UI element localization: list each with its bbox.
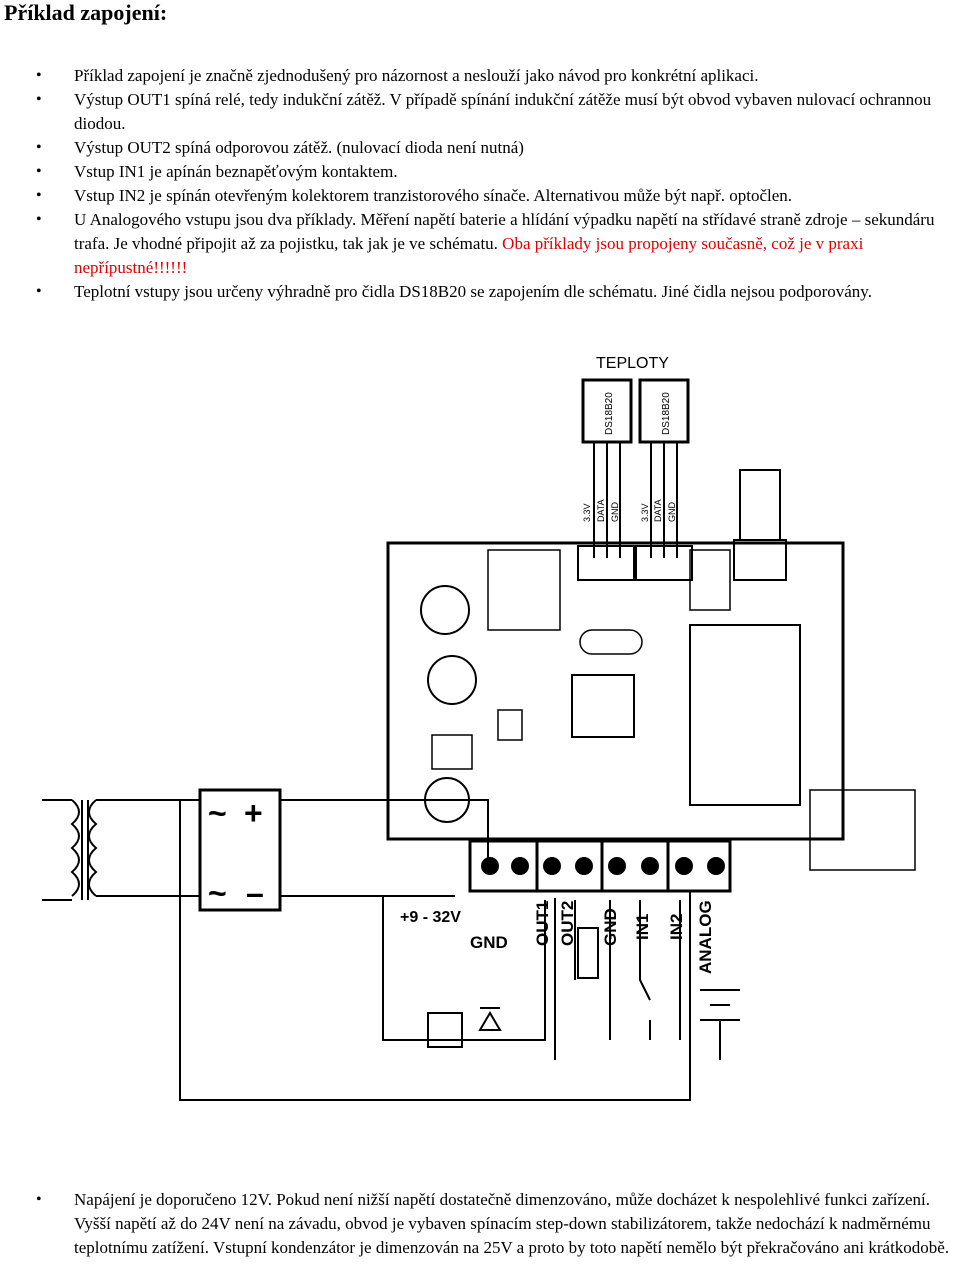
power-note-list: Napájení je doporučeno 12V. Pokud není n… bbox=[0, 1188, 956, 1260]
note-1: Příklad zapojení je značně zjednodušený … bbox=[0, 64, 956, 88]
wiring-diagram: TEPLOTY DS18B20 DS18B20 3.3V DATA GND 3.… bbox=[42, 355, 916, 1101]
terminal-analog: ANALOG bbox=[696, 900, 715, 974]
terminal-block bbox=[468, 839, 732, 893]
note-4: Vstup IN1 je apínán beznapěťovým kontakt… bbox=[0, 160, 956, 184]
note-6-text: U Analogového vstupu jsou dva příklady. … bbox=[74, 210, 935, 253]
note-5: Vstup IN2 je spínán otevřeným kolektorem… bbox=[0, 184, 956, 208]
terminal-out2: OUT2 bbox=[558, 901, 577, 946]
note-2: Výstup OUT1 spíná relé, tedy indukční zá… bbox=[0, 88, 956, 136]
rectifier-ac-top: ~ bbox=[208, 795, 227, 831]
terminal-gnd-1: GND bbox=[470, 933, 508, 952]
sensor-2-pin-3v3: 3.3V bbox=[640, 503, 650, 522]
sensor-2-label: DS18B20 bbox=[661, 392, 672, 435]
sensor-1-label: DS18B20 bbox=[604, 392, 615, 435]
pcb-board bbox=[386, 541, 845, 841]
sensor-1-pin-data: DATA bbox=[596, 499, 606, 522]
rectifier bbox=[198, 788, 282, 912]
rectifier-plus: + bbox=[244, 795, 263, 831]
sensor-2-pin-gnd: GND bbox=[667, 502, 677, 523]
note-3: Výstup OUT2 spíná odporovou zátěž. (nulo… bbox=[0, 136, 956, 160]
note-6: U Analogového vstupu jsou dva příklady. … bbox=[0, 208, 956, 280]
sensor-1-pin-gnd: GND bbox=[610, 502, 620, 523]
mcu-chip bbox=[571, 674, 635, 738]
terminal-in1: IN1 bbox=[633, 914, 652, 940]
teploty-label: TEPLOTY bbox=[596, 355, 669, 372]
terminal-in2: IN2 bbox=[667, 914, 686, 940]
rectifier-minus: – bbox=[246, 875, 264, 911]
notes-list: Příklad zapojení je značně zjednodušený … bbox=[0, 64, 956, 304]
supply-label: +9 - 32V bbox=[400, 909, 461, 926]
sensor-1-pin-3v3: 3.3V bbox=[582, 503, 592, 522]
power-note: Napájení je doporučeno 12V. Pokud není n… bbox=[0, 1188, 956, 1260]
note-7: Teplotní vstupy jsou určeny výhradně pro… bbox=[0, 280, 956, 304]
page-title: Příklad zapojení: bbox=[4, 0, 168, 25]
rectifier-ac-bottom: ~ bbox=[208, 875, 227, 911]
terminal-gnd-2: GND bbox=[601, 908, 620, 946]
warning-text: Oba příklady jsou propojeny současně, co… bbox=[74, 234, 864, 277]
sensor-2-pin-data: DATA bbox=[653, 499, 663, 522]
terminal-out1: OUT1 bbox=[533, 901, 552, 946]
